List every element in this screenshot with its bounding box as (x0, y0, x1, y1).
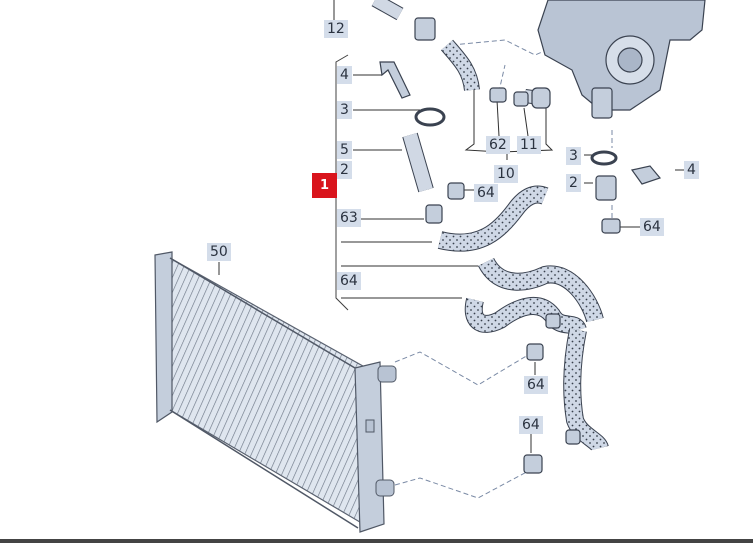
part-label-2[interactable]: 2 (337, 161, 352, 179)
part-label-63[interactable]: 63 (337, 209, 361, 227)
part-label-4[interactable]: 4 (337, 66, 352, 84)
part-label-3[interactable]: 3 (337, 101, 352, 119)
small-parts (379, 17, 662, 474)
part-label-62[interactable]: 62 (486, 136, 510, 154)
part-label-5[interactable]: 5 (337, 141, 352, 159)
part-label-12[interactable]: 12 (324, 20, 348, 38)
part-label-3[interactable]: 3 (566, 147, 581, 165)
part-label-10[interactable]: 10 (494, 165, 518, 183)
water-pump-housing (537, 0, 706, 119)
part-label-64[interactable]: 64 (524, 376, 548, 394)
part-label-11[interactable]: 11 (517, 136, 541, 154)
part-label-64[interactable]: 64 (519, 416, 543, 434)
part-label-64[interactable]: 64 (640, 218, 664, 236)
group-1-marker[interactable]: 1 (312, 173, 337, 198)
part-label-50[interactable]: 50 (207, 243, 231, 261)
radiator (154, 251, 397, 533)
part-label-4[interactable]: 4 (684, 161, 699, 179)
part-label-64[interactable]: 64 (474, 184, 498, 202)
bottom-divider (0, 539, 753, 543)
part-label-2[interactable]: 2 (566, 174, 581, 192)
coolant-hoses (371, 0, 609, 453)
part-label-64[interactable]: 64 (337, 272, 361, 290)
